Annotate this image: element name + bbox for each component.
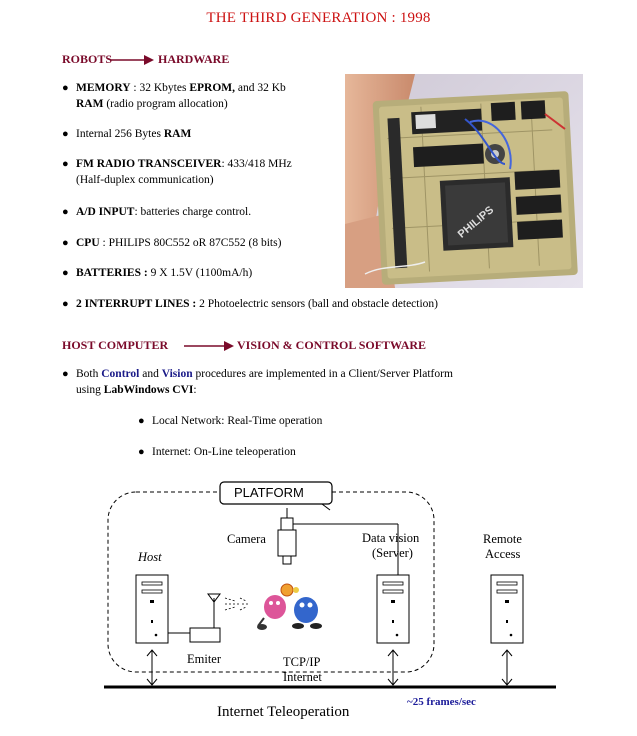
- spec-internal-ram: Internal 256 Bytes RAM: [76, 128, 192, 140]
- platform-label-box: [219, 481, 333, 505]
- remote-computer-icon: [490, 574, 524, 644]
- sub-item-local-network: Local Network: Real-Time operation: [152, 415, 323, 427]
- sub-item-internet: Internet: On-Line teleoperation: [152, 446, 296, 458]
- emiter-label: Emiter: [187, 652, 222, 666]
- camera-icon: [277, 529, 297, 557]
- remote-label: Remote: [483, 532, 522, 546]
- emiter-icon: [189, 627, 221, 643]
- bullet-icon: ●: [62, 82, 69, 94]
- bullet-icon: ●: [62, 267, 69, 279]
- bullet-icon: ●: [62, 206, 69, 218]
- internet-teleoperation-label: Internet Teleoperation: [217, 704, 350, 720]
- platform-label: PLATFORM: [234, 485, 304, 500]
- circuit-board-photo: PHILIPS: [345, 74, 583, 288]
- bullet-icon: ●: [62, 128, 69, 140]
- arrow-icon: [110, 55, 154, 65]
- network-arrows: [146, 649, 513, 686]
- arrow-icon: [184, 341, 234, 351]
- platform-diagram: [104, 481, 556, 689]
- spec-ad-input: A/D INPUT: batteries charge control.: [76, 206, 252, 218]
- frame-rate-label: ~25 frames/sec: [407, 696, 476, 708]
- camera-label: Camera: [227, 532, 266, 546]
- software-heading: VISION & CONTROL SOFTWARE: [237, 338, 427, 352]
- bullet-icon: ●: [62, 368, 69, 380]
- spec-memory: MEMORY : 32 Kbytes EPROM, and 32 Kb RAM …: [76, 82, 286, 110]
- camera-mount: [280, 517, 294, 531]
- spec-batteries: BATTERIES : 9 X 1.5V (1100mA/h): [76, 267, 253, 279]
- robots-icon: [257, 583, 322, 630]
- spec-fm-radio: FM RADIO TRANSCEIVER: 433/418 MHz (Half-…: [76, 158, 292, 186]
- host-label: Host: [138, 550, 162, 564]
- server-computer-icon: [376, 574, 410, 644]
- spec-interrupt-lines: 2 INTERRUPT LINES : 2 Photoelectric sens…: [76, 298, 438, 310]
- hardware-heading: HARDWARE: [158, 52, 230, 66]
- host-computer-heading: HOST COMPUTER: [62, 338, 169, 352]
- bullet-icon: ●: [138, 415, 145, 427]
- access-label: Access: [485, 547, 521, 561]
- data-vision-label: Data vision: [362, 531, 420, 545]
- robots-heading: ROBOTS: [62, 52, 113, 66]
- software-description: Both Control and Vision procedures are i…: [76, 368, 453, 396]
- host-computer-icon: [135, 574, 169, 644]
- bullet-icon: ●: [62, 158, 69, 170]
- tcpip-label: TCP/IP: [283, 655, 321, 669]
- spec-cpu: CPU : PHILIPS 80C552 oR 87C552 (8 bits): [76, 237, 282, 249]
- server-label: (Server): [372, 546, 413, 560]
- bullet-icon: ●: [62, 298, 69, 310]
- bullet-icon: ●: [62, 237, 69, 249]
- page-title: THE THIRD GENERATION : 1998: [206, 10, 431, 26]
- bullet-icon: ●: [138, 446, 145, 458]
- internet-label: Internet: [283, 670, 322, 684]
